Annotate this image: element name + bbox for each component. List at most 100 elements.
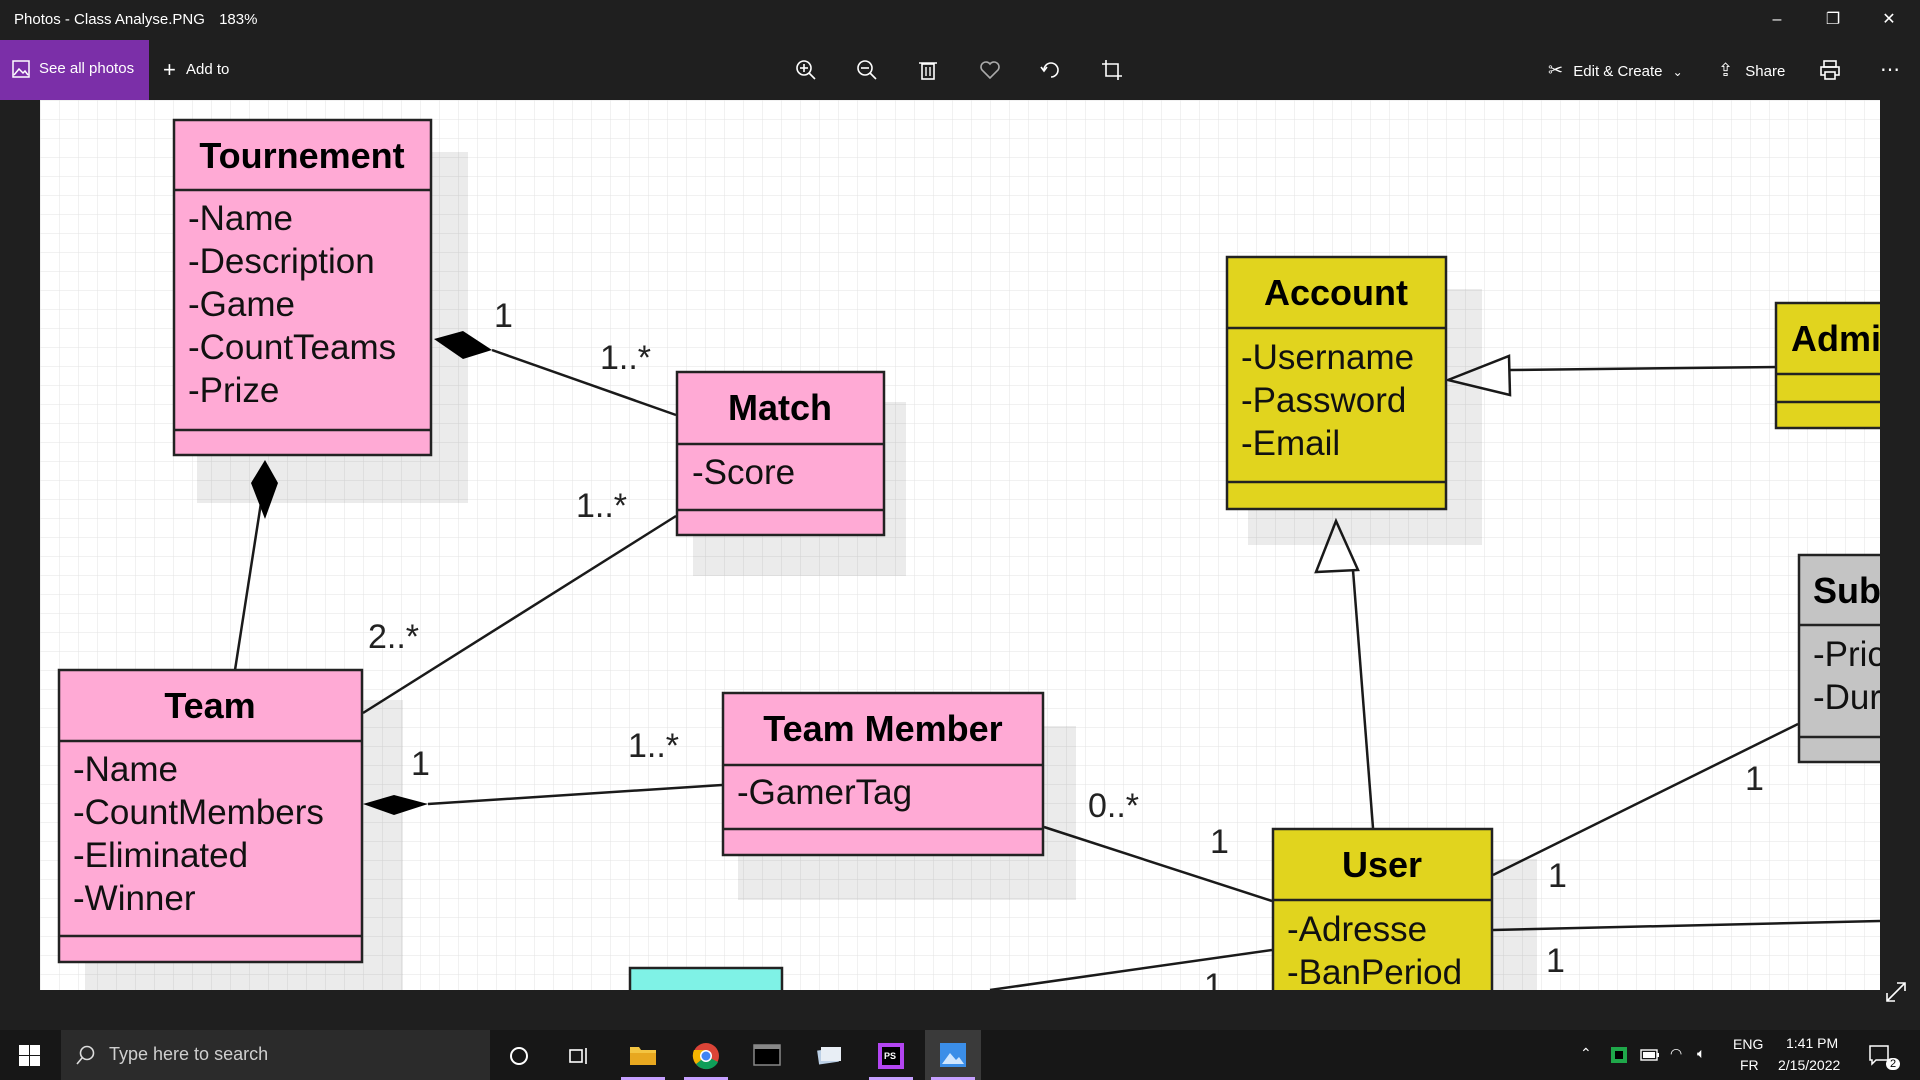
class-subscription: Sub -Pric -Dur <box>1797 553 1880 764</box>
clock-date[interactable]: 2/15/2022 <box>1778 1057 1841 1073</box>
class-account: Account -Username -Password -Email <box>1225 255 1448 511</box>
toolbar: See all photos + Add to ✂ Edit & Create … <box>0 40 1920 100</box>
more-options-button[interactable]: ⋯ <box>1880 59 1900 81</box>
multiplicity-label: 1..* <box>628 727 679 765</box>
cortana-icon[interactable] <box>508 1045 530 1067</box>
taskbar-search-box[interactable]: Type here to search <box>61 1030 490 1080</box>
wifi-icon[interactable]: ◠ <box>1670 1045 1683 1061</box>
chevron-up-icon[interactable]: ⌃ <box>1580 1045 1592 1061</box>
add-to-button[interactable]: + Add to <box>163 54 229 86</box>
task-view-icon[interactable] <box>568 1045 590 1067</box>
delete-icon[interactable] <box>916 58 940 82</box>
class-attr: -Name <box>73 750 178 789</box>
user-bottom-line <box>989 948 1273 990</box>
close-button[interactable]: ✕ <box>1882 11 1896 28</box>
taskbar: Type here to search PS <box>0 1030 1920 1080</box>
search-placeholder: Type here to search <box>109 1044 269 1064</box>
see-all-photos-button[interactable]: See all photos <box>0 40 149 100</box>
multiplicity-label: 1 <box>1546 942 1565 980</box>
class-attr: -Eliminated <box>73 836 248 875</box>
class-attr: -Username <box>1241 338 1414 377</box>
user-right-line <box>1492 919 1880 932</box>
class-attr: -Prize <box>188 371 279 410</box>
multiplicity-label: 0..* <box>1088 787 1139 825</box>
class-match: Match -Score <box>675 370 886 537</box>
photos-icon <box>12 60 30 78</box>
zoom-out-icon[interactable] <box>855 58 879 82</box>
team-match-line <box>362 514 677 715</box>
class-attr: -Description <box>188 242 375 281</box>
taskbar-app[interactable] <box>801 1030 857 1080</box>
maximize-button[interactable]: ❐ <box>1825 11 1841 28</box>
taskbar-file-explorer[interactable] <box>615 1030 671 1080</box>
class-tournement: Tournement -Name -Description -Game -Cou… <box>172 118 433 457</box>
taskbar-phpstorm[interactable]: PS <box>863 1030 919 1080</box>
image-viewer[interactable]: Tournement -Name -Description -Game -Cou… <box>40 100 1880 990</box>
share-button[interactable]: ⇪ Share <box>1718 54 1785 86</box>
favorite-heart-icon[interactable] <box>978 58 1002 82</box>
see-all-photos-label: See all photos <box>39 60 135 77</box>
admin-account-line <box>1509 365 1781 372</box>
print-icon[interactable] <box>1818 58 1842 82</box>
notification-center-icon[interactable] <box>1868 1044 1892 1066</box>
class-cropped-cyan <box>628 966 784 990</box>
active-indicator <box>869 1077 913 1080</box>
edit-create-button[interactable]: ✂ Edit & Create ⌄ <box>1548 54 1683 86</box>
app-icon <box>817 1047 841 1065</box>
language-top[interactable]: ENG <box>1733 1036 1764 1052</box>
multiplicity-label: 1..* <box>576 487 627 525</box>
minimize-button[interactable]: – <box>1772 11 1782 28</box>
class-title: Admi <box>1791 318 1880 359</box>
multiplicity-label: 1 <box>1745 760 1764 798</box>
title-bar: Photos - Class Analyse.PNG 183% – ❐ ✕ <box>0 0 1920 40</box>
photos-app-icon <box>940 1043 966 1067</box>
share-icon: ⇪ <box>1718 60 1734 80</box>
class-attr: -Winner <box>73 879 196 918</box>
inheritance-triangle-icon <box>1314 517 1360 574</box>
expand-fullscreen-icon[interactable] <box>1884 980 1908 1004</box>
tour-match-line <box>491 348 677 417</box>
active-indicator <box>931 1077 975 1080</box>
volume-icon[interactable]: 🔈︎ <box>1697 1045 1706 1061</box>
multiplicity-label: 1..* <box>600 339 651 377</box>
plus-icon: + <box>163 57 176 83</box>
language-bottom[interactable]: FR <box>1740 1057 1759 1073</box>
inheritance-triangle-icon <box>1443 354 1512 397</box>
class-attr: -Password <box>1241 381 1406 420</box>
member-user-line <box>1043 825 1273 903</box>
active-indicator <box>621 1077 665 1080</box>
zoom-level: 183% <box>219 11 258 28</box>
class-attr: -Email <box>1241 424 1340 463</box>
search-icon <box>76 1045 95 1065</box>
multiplicity-label: 2..* <box>368 618 419 656</box>
class-title: User <box>1342 844 1422 885</box>
class-attr: -BanPeriod <box>1287 953 1462 990</box>
battery-icon[interactable] <box>1640 1048 1660 1062</box>
taskbar-photos[interactable] <box>925 1030 981 1080</box>
taskbar-chrome[interactable] <box>678 1030 734 1080</box>
zoom-in-icon[interactable] <box>794 58 818 82</box>
multiplicity-label: 1 <box>1548 857 1567 895</box>
svg-text:PS: PS <box>884 1051 896 1061</box>
class-title: Team <box>164 685 255 726</box>
class-attr: -CountMembers <box>73 793 324 832</box>
tray-app-icon[interactable] <box>1610 1046 1628 1064</box>
composition-diamond-icon <box>434 331 492 359</box>
user-sub-line <box>1492 722 1799 877</box>
taskbar-terminal[interactable] <box>739 1030 795 1080</box>
window-title: Photos - Class Analyse.PNG 183% <box>14 11 257 28</box>
multiplicity-label: 1 <box>494 297 513 335</box>
multiplicity-label: 1 <box>411 745 430 783</box>
class-attr: -Adresse <box>1287 910 1427 949</box>
notification-badge: 2 <box>1886 1058 1901 1070</box>
class-attr: -Game <box>188 285 295 324</box>
class-title: Team Member <box>763 708 1002 749</box>
rotate-icon[interactable] <box>1039 58 1063 82</box>
class-attr: -Name <box>188 199 293 238</box>
multiplicity-labels: 1 1..* 1..* 2..* 1 1..* 0..* 1 1 1 1 1 <box>368 297 1764 990</box>
crop-icon[interactable] <box>1100 58 1124 82</box>
multiplicity-label: 1 <box>1210 823 1229 861</box>
clock-time[interactable]: 1:41 PM <box>1786 1035 1839 1051</box>
windows-start-icon[interactable] <box>19 1045 40 1066</box>
chevron-down-icon: ⌄ <box>1672 65 1683 79</box>
